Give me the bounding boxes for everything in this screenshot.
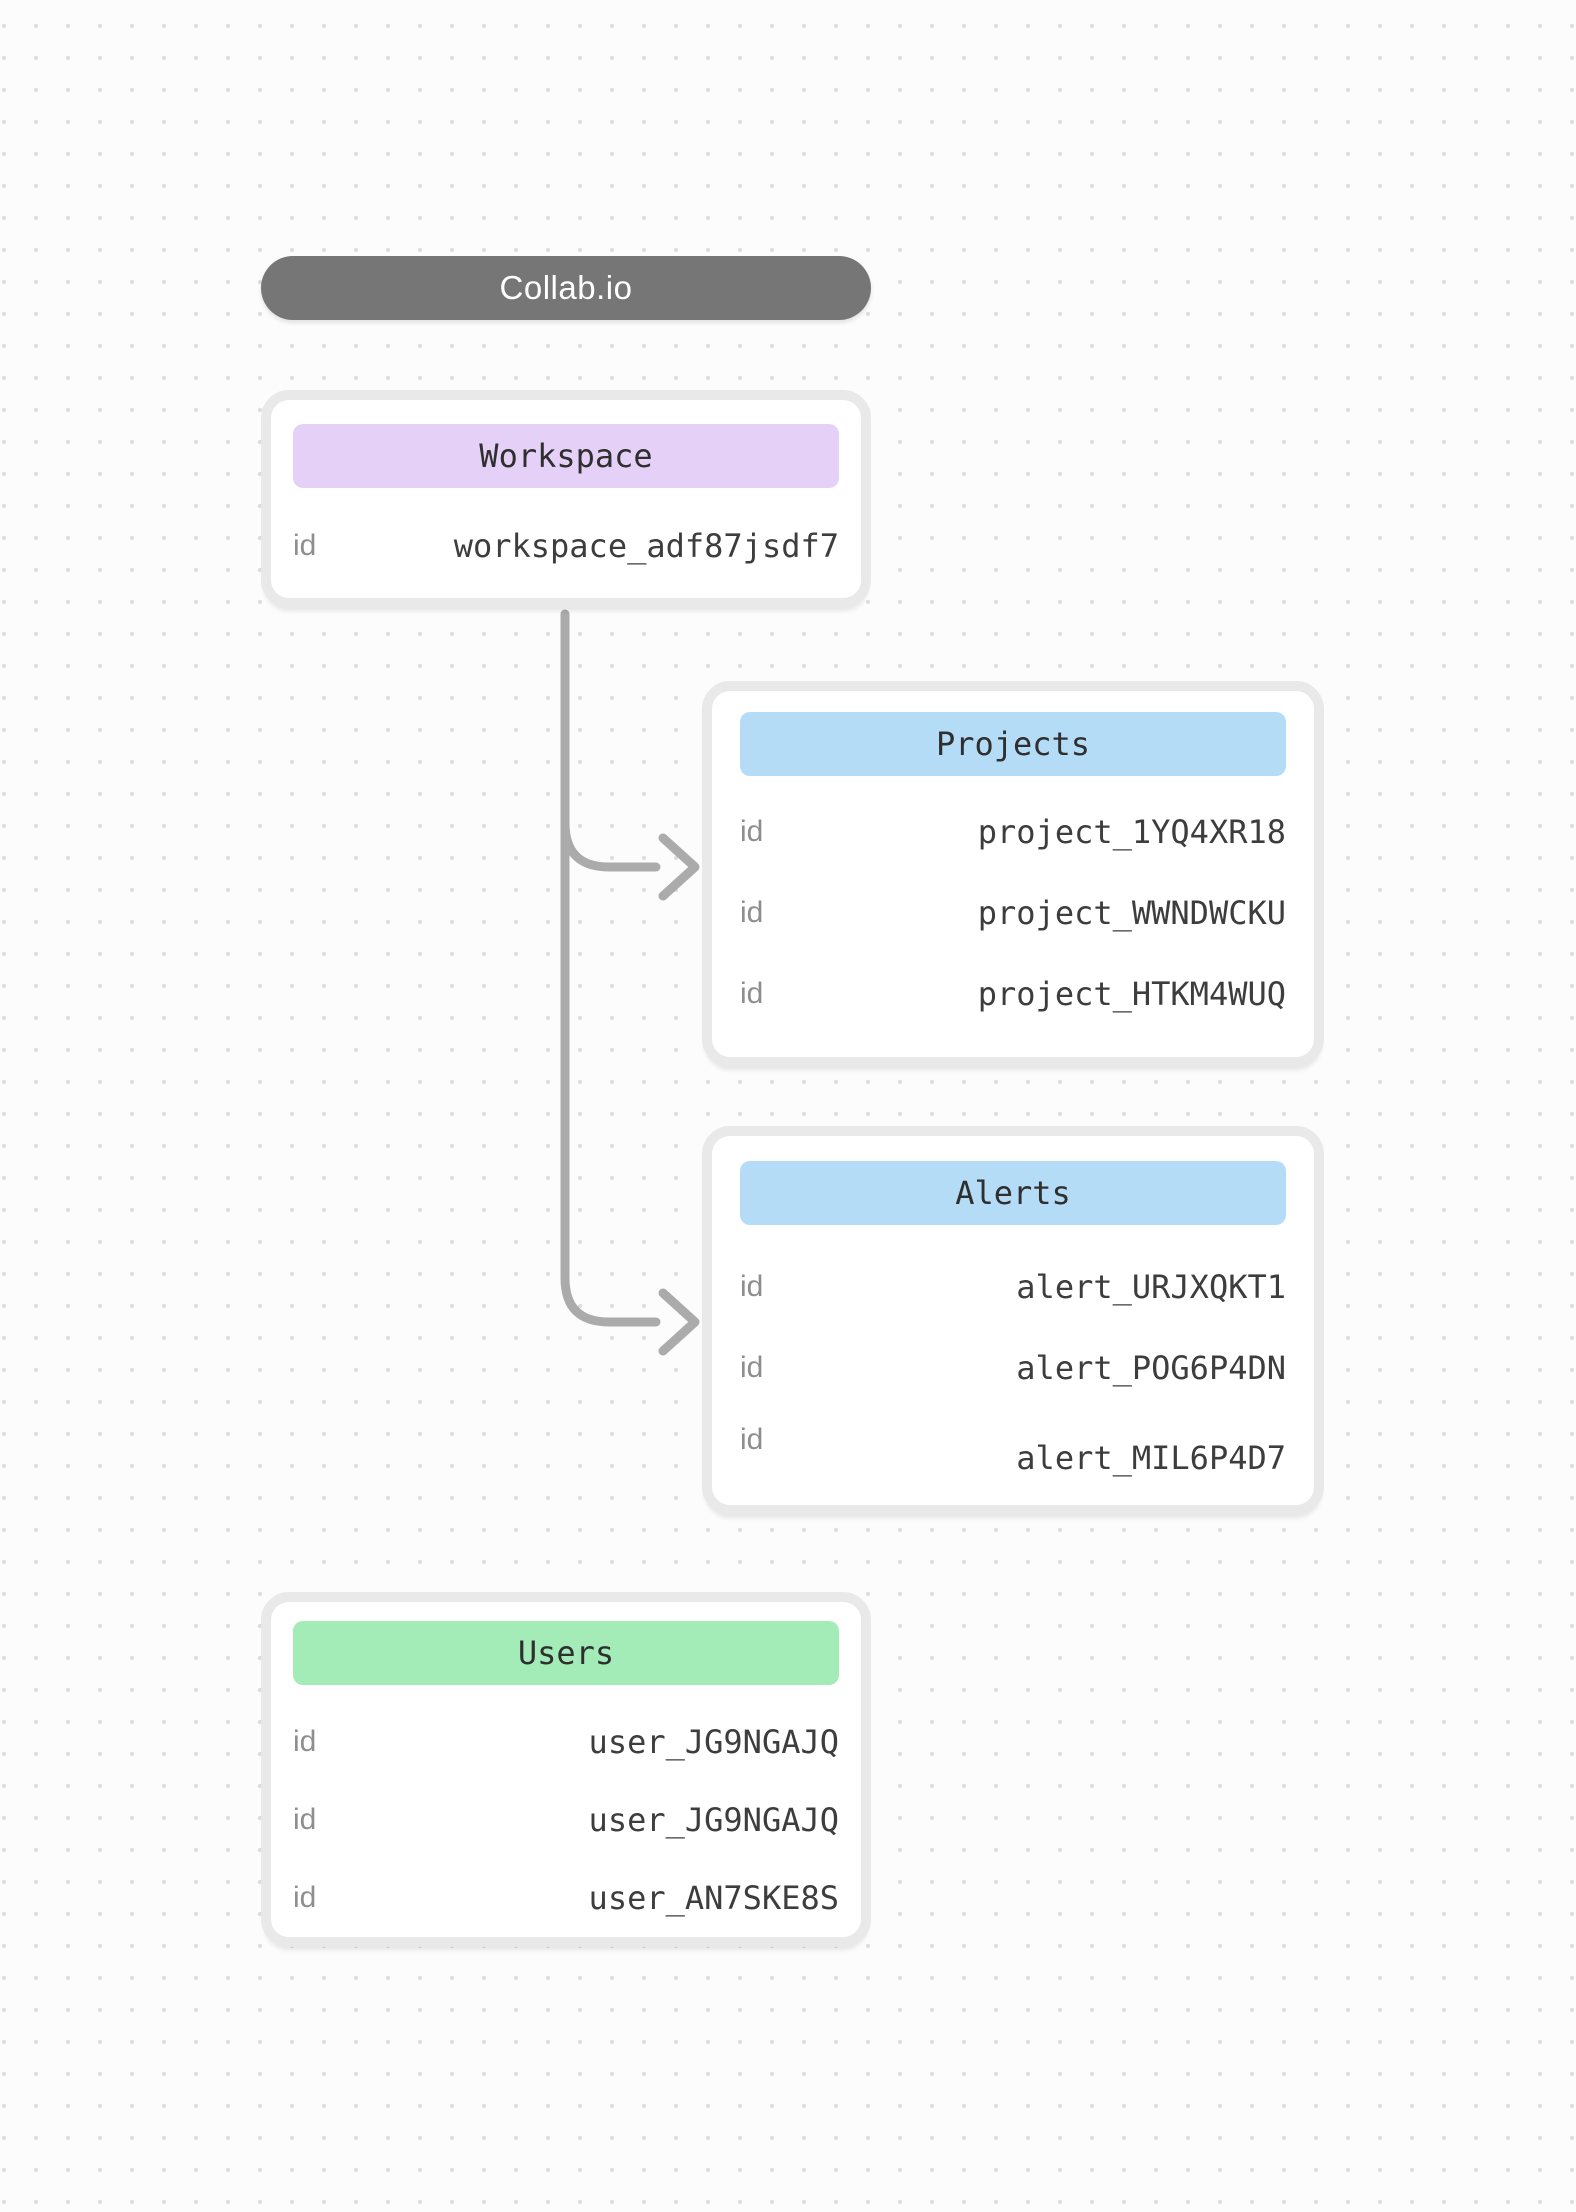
row-value: user_AN7SKE8S xyxy=(588,1879,839,1917)
table-row: id workspace_adf87jsdf7 xyxy=(293,527,839,565)
app-title: Collab.io xyxy=(499,269,633,306)
table-row: id user_JG9NGAJQ xyxy=(293,1723,839,1761)
table-row: id alert_URJXQKT1 xyxy=(740,1268,1286,1306)
row-value: workspace_adf87jsdf7 xyxy=(453,527,839,565)
entity-header-projects: Projects xyxy=(740,712,1286,776)
entity-title: Users xyxy=(517,1634,615,1672)
entity-header-users: Users xyxy=(293,1621,839,1685)
table-row: id alert_POG6P4DN xyxy=(740,1349,1286,1387)
row-key: id xyxy=(740,896,764,929)
table-row: id user_JG9NGAJQ xyxy=(293,1801,839,1839)
row-key: id xyxy=(293,1725,317,1758)
row-value: alert_MIL6P4D7 xyxy=(1016,1439,1286,1477)
row-key: id xyxy=(740,1423,764,1456)
row-key: id xyxy=(293,1881,317,1914)
row-key: id xyxy=(740,815,764,848)
row-value: user_JG9NGAJQ xyxy=(588,1723,839,1761)
row-value: project_HTKM4WUQ xyxy=(977,975,1286,1013)
connector-trunk-workspace-alerts xyxy=(560,609,661,1327)
row-key: id xyxy=(293,1803,317,1836)
arrowhead-projects-icon xyxy=(658,833,700,901)
row-value: project_WWNDWCKU xyxy=(977,894,1286,932)
entity-title: Workspace xyxy=(479,437,653,475)
entity-card-users[interactable]: Users id user_JG9NGAJQ id user_JG9NGAJQ … xyxy=(261,1592,871,1947)
row-value: alert_URJXQKT1 xyxy=(1016,1268,1286,1306)
row-value: alert_POG6P4DN xyxy=(1016,1349,1286,1387)
table-row: id alert_MIL6P4D7 xyxy=(740,1421,1286,1477)
entity-header-alerts: Alerts xyxy=(740,1161,1286,1225)
row-value: project_1YQ4XR18 xyxy=(977,813,1286,851)
row-key: id xyxy=(740,1270,764,1303)
entity-header-workspace: Workspace xyxy=(293,424,839,488)
row-key: id xyxy=(740,1351,764,1384)
app-title-node[interactable]: Collab.io xyxy=(261,256,871,320)
table-row: id project_WWNDWCKU xyxy=(740,894,1286,932)
row-key: id xyxy=(293,529,317,562)
entity-title: Projects xyxy=(935,725,1091,763)
entity-title: Alerts xyxy=(955,1174,1071,1212)
table-row: id user_AN7SKE8S xyxy=(293,1879,839,1917)
row-value: user_JG9NGAJQ xyxy=(588,1801,839,1839)
entity-card-alerts[interactable]: Alerts id alert_URJXQKT1 id alert_POG6P4… xyxy=(702,1126,1324,1515)
entity-card-workspace[interactable]: Workspace id workspace_adf87jsdf7 xyxy=(261,390,871,608)
connector-branch-workspace-projects xyxy=(560,818,661,872)
table-row: id project_HTKM4WUQ xyxy=(740,975,1286,1013)
row-key: id xyxy=(740,977,764,1010)
arrowhead-alerts-icon xyxy=(658,1288,700,1356)
entity-card-projects[interactable]: Projects id project_1YQ4XR18 id project_… xyxy=(702,681,1324,1067)
table-row: id project_1YQ4XR18 xyxy=(740,813,1286,851)
